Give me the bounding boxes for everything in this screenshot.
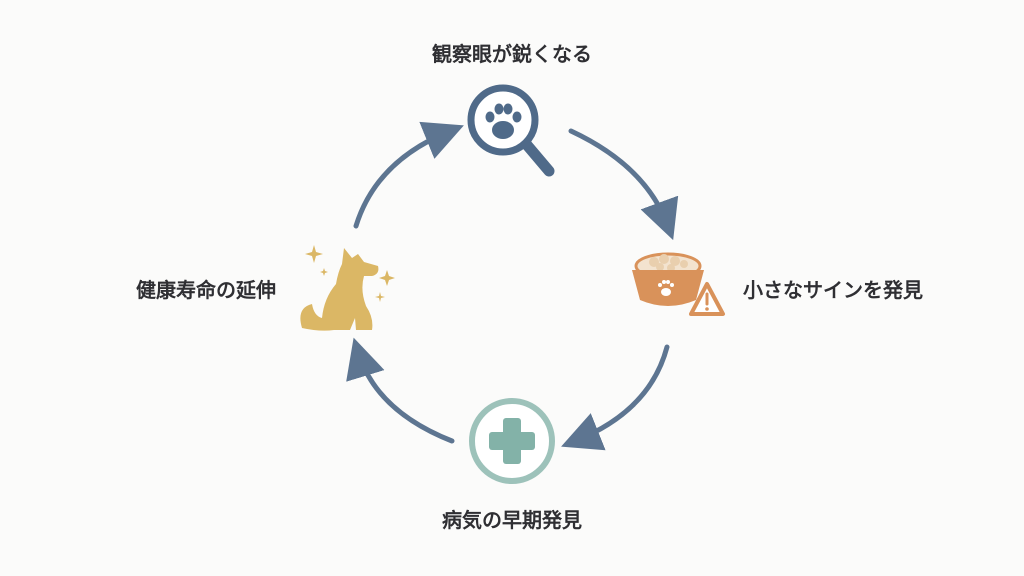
arrow-observe-to-sign <box>568 128 679 241</box>
sparkling-dog-icon <box>300 245 395 331</box>
arrow-early-to-longevity <box>346 337 455 444</box>
node-label-early: 病気の早期発見 <box>442 508 582 532</box>
node-label-sign: 小さなサインを発見 <box>743 278 923 302</box>
node-label-observe: 観察眼が鋭くなる <box>432 42 592 66</box>
medical-cross-icon <box>469 398 555 484</box>
food-bowl-warning-icon <box>632 252 725 316</box>
arrow-longevity-to-observe <box>353 121 464 229</box>
arrow-sign-to-early <box>561 344 670 451</box>
magnifier-paw-icon <box>467 84 555 177</box>
node-label-longevity: 健康寿命の延伸 <box>136 278 276 302</box>
